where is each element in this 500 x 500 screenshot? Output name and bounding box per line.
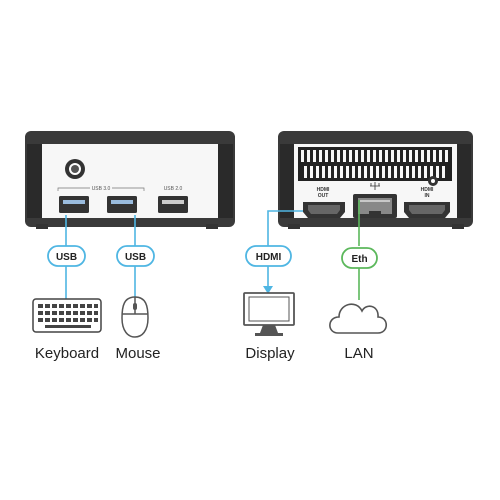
eth-tag-label: Eth	[351, 254, 367, 265]
hdmi-tag-label: HDMI	[256, 252, 282, 263]
usb-port-2	[107, 196, 137, 213]
hdmi-out-label: HDMI	[317, 187, 330, 193]
usb-port-3	[158, 196, 188, 213]
usb-port-1	[59, 196, 89, 213]
monitor-icon	[243, 292, 295, 336]
usb-tag-mouse-label: USB	[125, 252, 146, 263]
hdmi-in-port	[404, 202, 450, 218]
keyboard-caption: Keyboard	[35, 345, 99, 362]
usb-tag-keyboard-label: USB	[56, 252, 77, 263]
usb-tag-keyboard: USB	[47, 245, 86, 267]
power-button	[65, 159, 85, 179]
hdmi-out-sublabel: OUT	[318, 193, 329, 199]
hdmi-in-label: HDMI	[421, 187, 434, 193]
hdmi-tag: HDMI	[245, 245, 292, 267]
usb-tag-mouse: USB	[116, 245, 155, 267]
device-front: USB 3.0 USB 2.0	[25, 131, 235, 229]
network-icon	[370, 182, 380, 190]
cloud-icon	[329, 303, 388, 334]
mouse-icon	[121, 296, 149, 338]
vent-grille	[298, 147, 452, 181]
hdmi-out-port	[303, 202, 345, 218]
display-caption: Display	[245, 345, 295, 362]
usb3-label: USB 3.0	[92, 186, 111, 192]
mouse-caption: Mouse	[115, 345, 160, 362]
audio-jack-icon	[428, 176, 438, 186]
device-rear: HDMI OUT HDMI IN	[278, 131, 473, 229]
eth-tag: Eth	[341, 247, 378, 269]
lan-caption: LAN	[344, 345, 373, 362]
cables	[65, 200, 360, 300]
ethernet-port	[353, 194, 397, 218]
display-arrow	[263, 286, 273, 294]
keyboard-icon	[32, 298, 102, 333]
usb2-label: USB 2.0	[164, 186, 183, 192]
hdmi-in-sublabel: IN	[425, 193, 430, 199]
